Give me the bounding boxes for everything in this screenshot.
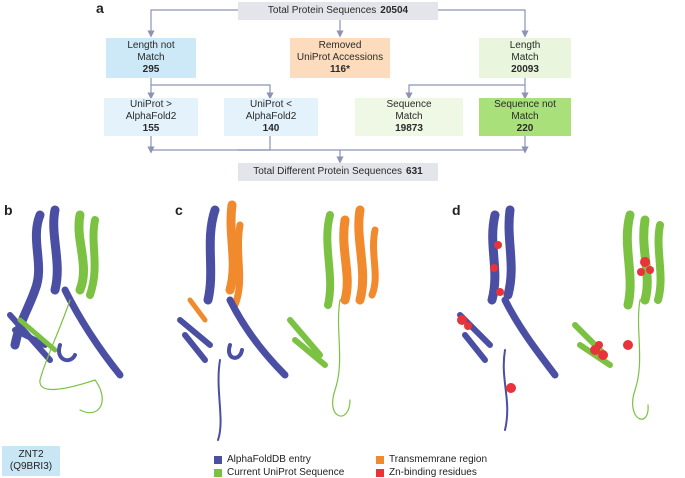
length-match-label: Length Match xyxy=(509,40,541,63)
structure-d-right xyxy=(572,210,665,420)
legend-label: AlphaFoldDB entry xyxy=(227,454,311,465)
uniprot-greater-label: UniProt > AlphaFold2 xyxy=(125,99,177,122)
panel-label-b: b xyxy=(4,202,13,218)
protein-label-box: ZNT2 (Q9BRI3) xyxy=(2,446,60,476)
uniprot-less-box: UniProt < AlphaFold2 140 xyxy=(224,98,318,136)
legend-item-uniprot: Current UniProt Sequence xyxy=(214,467,344,478)
legend-item-alphafold: AlphaFoldDB entry xyxy=(214,454,311,465)
sequence-match-value: 19873 xyxy=(395,123,423,134)
protein-accession: (Q9BRI3) xyxy=(9,461,53,472)
structure-d-left xyxy=(457,205,559,431)
sequence-match-box: Sequence Match 19873 xyxy=(355,98,463,136)
removed-accessions-box: Removed UniProt Accessions 116* xyxy=(290,38,390,78)
removed-accessions-label: Removed UniProt Accessions xyxy=(296,40,384,63)
legend-label: Current UniProt Sequence xyxy=(227,467,345,478)
removed-accessions-value: 116* xyxy=(329,64,351,75)
sequence-not-match-value: 220 xyxy=(516,123,534,134)
length-not-match-label: Length not Match xyxy=(127,40,175,63)
total-sequences-box: Total Protein Sequences 20504 xyxy=(238,2,438,20)
sequence-match-label: Sequence Match xyxy=(386,99,432,122)
length-match-box: Length Match 20093 xyxy=(479,38,571,78)
legend-swatch-green xyxy=(214,468,222,477)
uniprot-greater-value: 155 xyxy=(142,123,160,134)
panel-label-a: a xyxy=(96,0,104,16)
uniprot-less-label: UniProt < AlphaFold2 xyxy=(245,99,297,122)
panel-label-c: c xyxy=(175,202,183,218)
zn-binding-spheres xyxy=(457,241,654,393)
structure-b-overlay xyxy=(7,205,124,414)
total-sequences-value: 20504 xyxy=(380,5,409,16)
legend-label: Transmemrane region xyxy=(389,454,488,465)
legend-swatch-orange xyxy=(376,455,384,464)
total-different-value: 631 xyxy=(406,166,423,177)
sequence-not-match-label: Sequence not Match xyxy=(494,99,556,122)
total-sequences-label: Total Protein Sequences xyxy=(267,5,377,16)
structure-c-left xyxy=(177,200,289,441)
length-not-match-box: Length not Match 295 xyxy=(106,38,196,78)
length-match-value: 20093 xyxy=(511,64,539,75)
legend-item-transmembrane: Transmemrane region xyxy=(376,454,487,465)
structure-c-right xyxy=(287,205,379,417)
length-not-match-value: 295 xyxy=(142,64,160,75)
total-different-box: Total Different Protein Sequences 631 xyxy=(238,163,438,181)
panel-label-d: d xyxy=(452,202,461,218)
legend-swatch-blue xyxy=(214,455,222,464)
legend-swatch-red xyxy=(376,468,384,477)
total-different-label: Total Different Protein Sequences xyxy=(253,166,403,177)
legend-item-zn-binding: Zn-binding residues xyxy=(376,467,477,478)
uniprot-less-value: 140 xyxy=(262,123,280,134)
uniprot-greater-box: UniProt > AlphaFold2 155 xyxy=(104,98,198,136)
legend-label: Zn-binding residues xyxy=(389,467,477,478)
protein-name: ZNT2 xyxy=(18,449,44,460)
sequence-not-match-box: Sequence not Match 220 xyxy=(479,98,571,136)
